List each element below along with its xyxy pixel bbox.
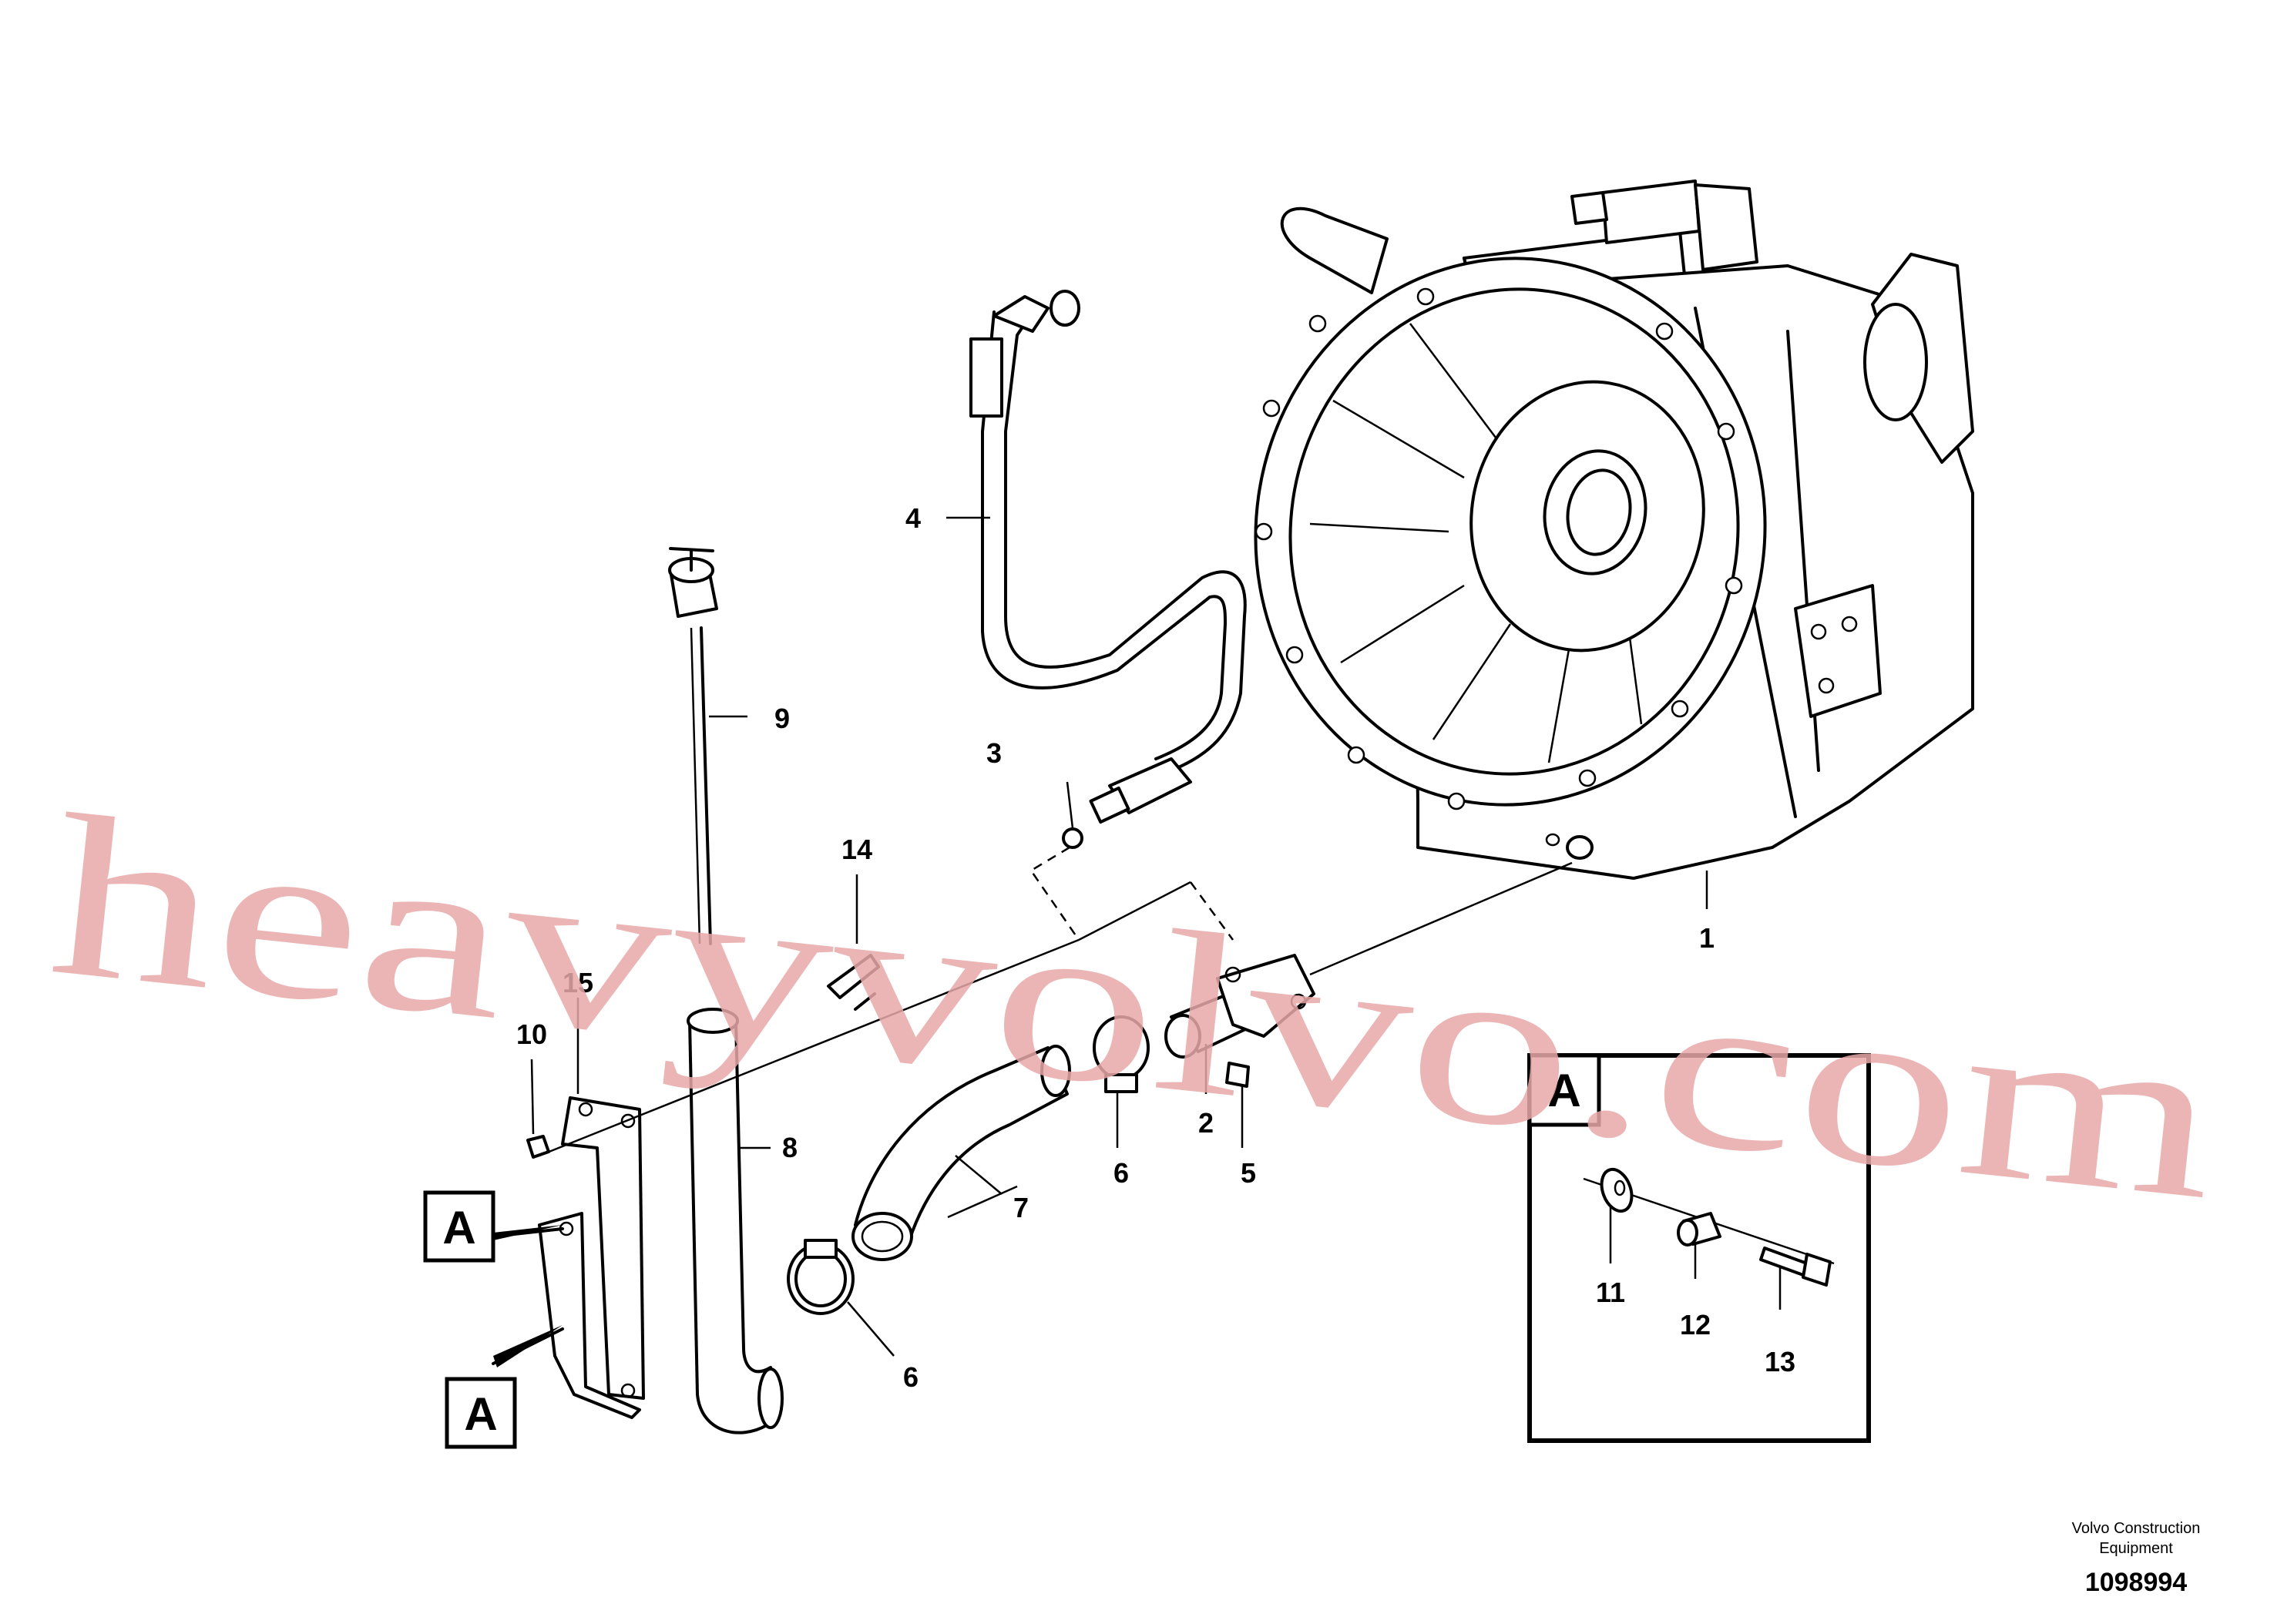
callouts: 1 2 3 4 5 6 6 7 8 9 10 11 12 13 14 15: [516, 502, 1795, 1393]
drawing-number: 1098994: [2085, 1568, 2187, 1597]
mounting-bracket: [538, 1096, 645, 1419]
callout-9: 9: [774, 703, 790, 734]
bolt: [1225, 1062, 1250, 1088]
reference-label-upper: A: [442, 1202, 475, 1253]
breather-pipe: [827, 954, 880, 1011]
callout-8: 8: [782, 1132, 798, 1163]
assembly-lines: [539, 846, 1573, 1219]
hydraulic-hose: [969, 290, 1247, 824]
callout-6a: 6: [1113, 1157, 1129, 1189]
hose-clamp-upper: [1093, 1015, 1150, 1093]
callout-15: 15: [563, 967, 593, 998]
callout-4: 4: [905, 502, 921, 534]
hose-clamp-lower: [787, 1239, 855, 1315]
reference-arrows: [492, 1225, 564, 1367]
pipe-adaptor: [1164, 954, 1315, 1059]
reference-box-upper: [423, 1190, 495, 1263]
company-line-1: Volvo Construction: [2072, 1520, 2201, 1537]
callout-1: 1: [1699, 922, 1715, 954]
callout-7: 7: [1013, 1192, 1029, 1223]
callout-12: 12: [1680, 1309, 1711, 1340]
callout-10: 10: [516, 1018, 547, 1050]
seal-ring: [1062, 827, 1083, 849]
detail-view-a: A: [1527, 1053, 1871, 1443]
watermark: heavyvolvo.com: [41, 766, 2229, 1248]
callout-13: 13: [1765, 1346, 1795, 1377]
filler-tube: [687, 1008, 784, 1434]
callout-2: 2: [1198, 1107, 1214, 1139]
detail-label: A: [1547, 1065, 1580, 1116]
callout-14: 14: [841, 834, 872, 865]
callout-3: 3: [986, 737, 1002, 769]
dipstick: [668, 547, 718, 945]
callout-5: 5: [1241, 1157, 1256, 1189]
reference-label-lower: A: [464, 1388, 497, 1440]
curved-hose: [851, 1045, 1071, 1261]
reference-box-lower: [445, 1377, 517, 1449]
transmission-housing: [1254, 180, 1974, 880]
footer: Volvo Construction Equipment 1098994: [2072, 1520, 2201, 1597]
callout-11: 11: [1596, 1277, 1625, 1308]
company-line-2: Equipment: [2099, 1540, 2173, 1557]
callout-6b: 6: [903, 1361, 919, 1393]
